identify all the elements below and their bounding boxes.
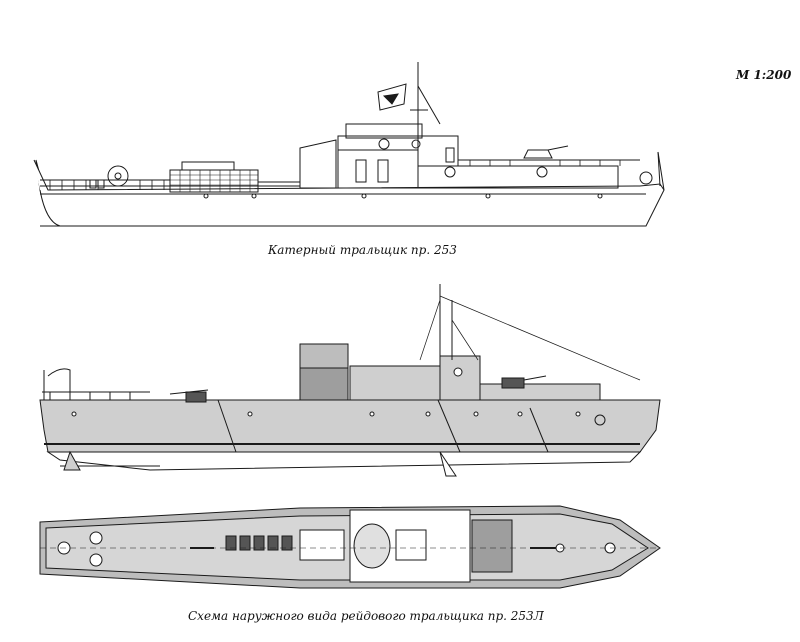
caption-project-253L: Схема наружного вида рейдового тральщика…: [188, 609, 544, 623]
caption-project-253: Катерный тральщик пр. 253: [268, 243, 457, 257]
superstructure-253: [300, 140, 336, 188]
scale-label: М 1:200: [736, 68, 792, 82]
